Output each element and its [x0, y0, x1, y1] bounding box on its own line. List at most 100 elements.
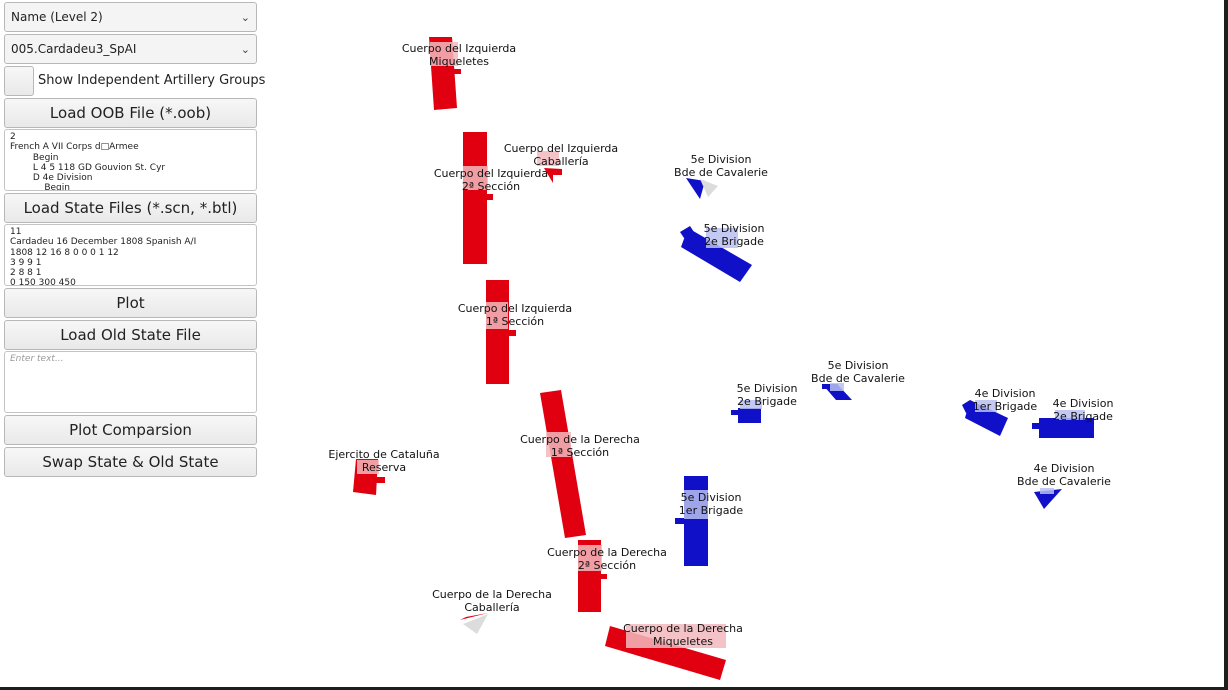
unit-facing-marker: [700, 179, 718, 197]
unit-label-highlight: [740, 400, 762, 409]
unit-label-highlight: [1055, 410, 1085, 420]
unit-facing-marker: [463, 614, 488, 634]
unit-label-line2: Miqueletes: [429, 55, 489, 68]
unit-marker: [680, 226, 694, 238]
artillery-toggle-checkbox[interactable]: [4, 66, 34, 96]
unit-label-line2: Caballería: [533, 155, 588, 168]
unit-label-highlight: [463, 166, 488, 190]
unit-label-line1: 5e Division: [828, 359, 889, 372]
unit-label-line1: 5e Division: [691, 153, 752, 166]
unit-label-line2: Bde de Cavalerie: [674, 166, 768, 179]
unit-label-line2: 2e Brigade: [704, 235, 764, 248]
unit-label-line1: Ejercito de Cataluña: [328, 448, 439, 461]
chevron-down-icon: ⌄: [240, 11, 250, 24]
unit-label-line1: 5e Division: [704, 222, 765, 235]
unit-label-line2: 2ª Sección: [578, 559, 636, 572]
scenario-select-value: 005.Cardadeu3_SpAI: [11, 42, 137, 56]
load-old-state-button[interactable]: Load Old State File: [4, 320, 257, 350]
state-text-line: 1808 12 16 8 0 0 0 1 12: [10, 247, 119, 258]
window-frame-bottom: [0, 687, 1228, 690]
unit-label-line2: 1er Brigade: [973, 400, 1038, 413]
state-text-line: Cardadeu 16 December 1808 Spanish A/I: [10, 237, 197, 248]
unit-label-line2: Miqueletes: [653, 635, 713, 648]
window-frame-right: [1224, 0, 1228, 690]
unit-label-highlight: [546, 432, 571, 457]
unit-marker: [463, 132, 487, 264]
unit-label-line2: 1ª Sección: [486, 315, 544, 328]
unit-label-line1: 5e Division: [681, 491, 742, 504]
unit-label-highlight: [486, 302, 508, 329]
unit-marker: [731, 410, 740, 415]
unit-label-highlight: [706, 228, 738, 248]
state-text-line: 3 9 9 1: [10, 257, 42, 268]
unit-marker: [686, 178, 705, 199]
unit-marker: [460, 613, 488, 620]
unit-label-highlight: [430, 42, 458, 66]
unit-marker: [376, 477, 385, 483]
unit-label-highlight: [1040, 488, 1054, 494]
unit-label-line1: Cuerpo del Izquierda: [504, 142, 618, 155]
unit-marker: [1032, 423, 1041, 429]
oob-text-line: L 4 5 118 GD Gouvion St. Cyr: [10, 162, 166, 173]
unit-marker: [681, 228, 752, 282]
level-select[interactable]: Name (Level 2) ⌄: [4, 2, 257, 32]
chevron-down-icon: ⌄: [240, 43, 250, 56]
unit-label-highlight: [684, 490, 708, 519]
unit-marker: [505, 330, 516, 336]
unit-marker: [1038, 495, 1048, 505]
oob-text-line: 2: [10, 132, 16, 142]
unit-label-highlight: [357, 460, 379, 474]
artillery-toggle-label: Show Independent Artillery Groups: [38, 73, 266, 88]
unit-label-line1: 4e Division: [1053, 397, 1114, 410]
unit-marker: [544, 168, 562, 183]
unit-label-line2: 2ª Sección: [462, 180, 520, 193]
unit-label-line2: Bde de Cavalerie: [1017, 475, 1111, 488]
swap-state-button[interactable]: Swap State & Old State: [4, 447, 257, 477]
load-state-button[interactable]: Load State Files (*.scn, *.btl): [4, 193, 257, 223]
unit-label-highlight: [537, 151, 559, 166]
oob-text-line: French A VII Corps d□Armee: [10, 142, 139, 153]
unit-label-highlight: [626, 624, 726, 648]
oob-text-line: D 4e Division: [10, 173, 93, 184]
plot-button[interactable]: Plot: [4, 288, 257, 318]
artillery-toggle-row: Show Independent Artillery Groups: [4, 66, 265, 96]
plot-comparison-button[interactable]: Plot Comparsion: [4, 415, 257, 445]
unit-label-line2: 2e Brigade: [1053, 410, 1113, 423]
oob-text-line: Begin: [10, 152, 59, 163]
unit-label-line2: 1er Brigade: [679, 504, 744, 517]
scenario-select[interactable]: 005.Cardadeu3_SpAI ⌄: [4, 34, 257, 64]
unit-marker: [1039, 418, 1094, 438]
unit-label-line1: Cuerpo de la Derecha: [520, 433, 640, 446]
unit-label-line2: Bde de Cavalerie: [811, 372, 905, 385]
load-oob-button[interactable]: Load OOB File (*.oob): [4, 98, 257, 128]
unit-label-line1: 4e Division: [1034, 462, 1095, 475]
unit-label-line2: Reserva: [362, 461, 406, 474]
unit-label-line1: Cuerpo del Izquierda: [458, 302, 572, 315]
unit-label-line1: Cuerpo de la Derecha: [432, 588, 552, 601]
unit-label-line2: Caballería: [464, 601, 519, 614]
unit-label-highlight: [975, 400, 997, 412]
unit-label-line1: Cuerpo de la Derecha: [623, 622, 743, 635]
old-state-text-area[interactable]: Enter text...: [4, 351, 257, 413]
unit-label-line1: 5e Division: [737, 382, 798, 395]
